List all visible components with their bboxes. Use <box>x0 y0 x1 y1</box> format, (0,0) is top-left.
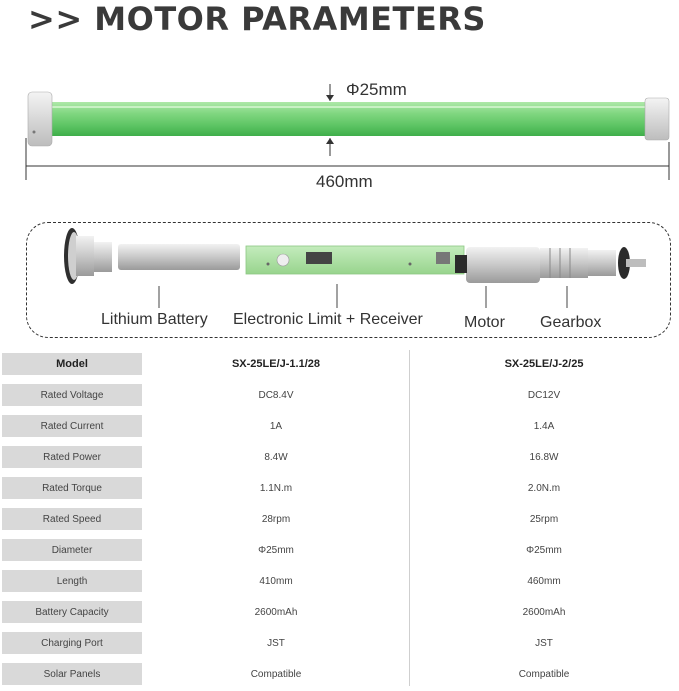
row-value-model-2: Φ25mm <box>526 544 562 556</box>
gearbox-part <box>540 247 646 279</box>
header-model-2: SX-25LE/J-2/25 <box>504 358 584 370</box>
row-value-model-1: 28rpm <box>261 513 291 525</box>
row-label: Rated Current <box>2 415 142 437</box>
row-value-model-2: DC12V <box>527 389 561 401</box>
table-row: Rated Voltage DC8.4V DC12V <box>0 381 679 412</box>
row-value-model-1: Compatible <box>250 668 302 680</box>
table-row: Rated Speed 28rpm 25rpm <box>0 505 679 536</box>
row-label: Solar Panels <box>2 663 142 685</box>
row-label: Rated Torque <box>2 477 142 499</box>
row-value-model-1: 1A <box>269 420 283 432</box>
components-illustration <box>64 228 646 308</box>
row-label: Rated Power <box>2 446 142 468</box>
table-row: Solar Panels Compatible Compatible <box>0 660 679 691</box>
table-row: Diameter Φ25mm Φ25mm <box>0 536 679 567</box>
row-value-model-2: 460mm <box>527 575 561 587</box>
row-value-model-2: 1.4A <box>533 420 555 432</box>
length-label: 460mm <box>316 172 373 191</box>
lithium-battery-part <box>118 244 240 270</box>
left-end-cap <box>27 91 53 147</box>
row-value-model-1: DC8.4V <box>258 389 294 401</box>
header-model-1: SX-25LE/J-1.1/28 <box>231 358 321 370</box>
row-value-model-1: 1.1N.m <box>259 482 293 494</box>
row-value-model-2: 2600mAh <box>522 606 566 618</box>
table-row: Rated Power 8.4W 16.8W <box>0 443 679 474</box>
component-label-motor: Motor <box>464 314 505 331</box>
row-label: Diameter <box>2 539 142 561</box>
table-header-row: Model SX-25LE/J-1.1/28 SX-25LE/J-2/25 <box>0 350 679 381</box>
row-value-model-1: 410mm <box>259 575 293 587</box>
row-value-model-2: 16.8W <box>529 451 559 463</box>
row-label: Length <box>2 570 142 592</box>
table-row: Rated Current 1A 1.4A <box>0 412 679 443</box>
component-label-battery: Lithium Battery <box>101 311 208 328</box>
table-row: Battery Capacity 2600mAh 2600mAh <box>0 598 679 629</box>
table-column-divider <box>409 350 410 686</box>
right-end-cap <box>644 97 670 141</box>
row-value-model-1: 8.4W <box>264 451 288 463</box>
row-label: Rated Voltage <box>2 384 142 406</box>
component-label-gearbox: Gearbox <box>540 314 602 331</box>
components-panel <box>26 222 671 338</box>
row-label: Battery Capacity <box>2 601 142 623</box>
pcb-part <box>245 245 465 275</box>
tube-motor-illustration <box>25 84 670 180</box>
tube-diagram: Φ25mm 460mm <box>0 80 679 200</box>
row-value-model-1: JST <box>267 637 285 649</box>
diameter-label: Φ25mm <box>346 80 407 99</box>
row-label: Charging Port <box>2 632 142 654</box>
row-value-model-2: JST <box>535 637 553 649</box>
row-label: Rated Speed <box>2 508 142 530</box>
row-value-model-1: 2600mAh <box>254 606 298 618</box>
table-row: Length 410mm 460mm <box>0 567 679 598</box>
table-row: Charging Port JST JST <box>0 629 679 660</box>
end-cap-part <box>64 228 112 284</box>
header-label-cell: Model <box>2 353 142 375</box>
row-value-model-2: 25rpm <box>529 513 559 525</box>
row-value-model-2: 2.0N.m <box>527 482 561 494</box>
row-value-model-2: Compatible <box>518 668 570 680</box>
page-title: >> MOTOR PARAMETERS <box>28 0 486 38</box>
row-value-model-1: Φ25mm <box>258 544 294 556</box>
table-row: Rated Torque 1.1N.m 2.0N.m <box>0 474 679 505</box>
motor-part <box>466 247 540 283</box>
component-label-limit-receiver: Electronic Limit + Receiver <box>233 311 423 328</box>
